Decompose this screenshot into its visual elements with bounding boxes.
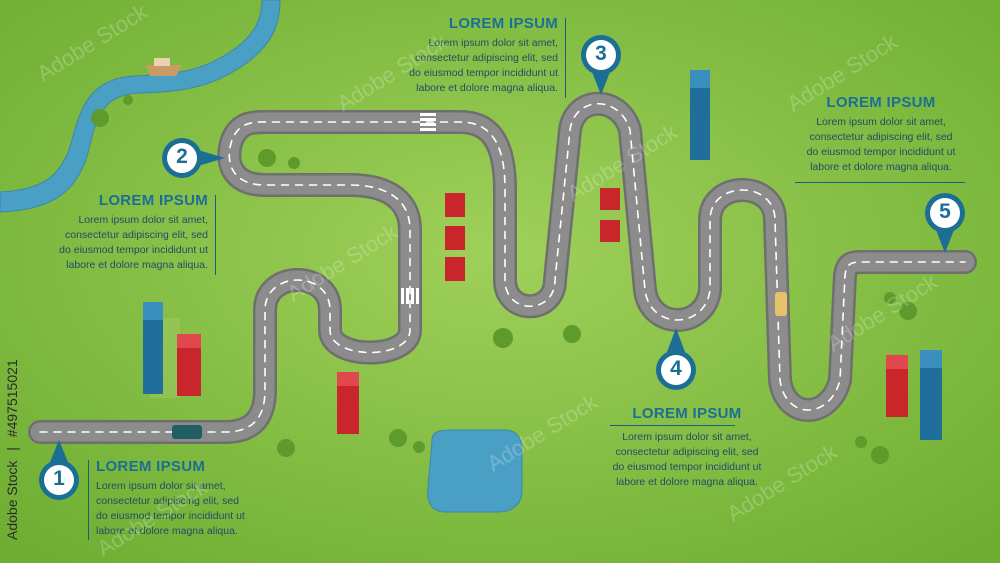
block-heading: LOREM IPSUM [448, 15, 558, 32]
text-block-5: LOREM IPSUM Lorem ipsum dolor sit amet,c… [786, 94, 976, 175]
car [172, 425, 202, 439]
building-red [886, 355, 908, 417]
divider-line [610, 425, 735, 426]
block-text: Lorem ipsum dolor sit amet,consectetur a… [96, 480, 245, 537]
car [775, 292, 787, 316]
block-heading: LOREM IPSUM [632, 405, 742, 422]
house-red [445, 193, 465, 281]
block-text: Lorem ipsum dolor sit amet,consectetur a… [806, 116, 956, 173]
pin-1 [39, 440, 79, 500]
block-heading: LOREM IPSUM [826, 94, 936, 111]
river [0, 0, 281, 213]
divider-line [215, 195, 216, 275]
pin-2 [162, 138, 225, 178]
stock-separator: | [4, 447, 20, 451]
building-red [177, 334, 201, 396]
boat [146, 58, 182, 76]
divider-line [565, 18, 566, 98]
stock-id: #497515021 [4, 359, 20, 438]
marker-number-3: 3 [595, 42, 607, 65]
pin-4 [656, 328, 696, 390]
building-blue [690, 70, 710, 160]
pin-5 [925, 193, 965, 253]
block-heading: LOREM IPSUM [98, 192, 208, 209]
building-blue [920, 350, 942, 440]
building-red [337, 372, 359, 434]
divider-line [795, 182, 965, 183]
marker-number-4: 4 [670, 357, 682, 380]
divider-line [88, 460, 89, 540]
text-block-3: LOREM IPSUM Lorem ipsum dolor sit amet,c… [368, 15, 558, 96]
house-red [600, 188, 620, 242]
text-block-1: LOREM IPSUM Lorem ipsum dolor sit amet,c… [96, 458, 286, 539]
building-blue [143, 302, 180, 398]
marker-number-5: 5 [939, 200, 951, 223]
crosswalk [420, 113, 436, 131]
road [28, 91, 977, 444]
crosswalk [401, 288, 419, 304]
block-text: Lorem ipsum dolor sit amet,consectetur a… [612, 431, 762, 488]
marker-number-2: 2 [176, 145, 188, 168]
tree [91, 95, 917, 464]
pin-3 [581, 35, 621, 95]
block-text: Lorem ipsum dolor sit amet,consectetur a… [409, 37, 558, 94]
block-text: Lorem ipsum dolor sit amet,consectetur a… [59, 214, 208, 271]
block-heading: LOREM IPSUM [96, 458, 206, 475]
pond [427, 429, 523, 513]
text-block-2: LOREM IPSUM Lorem ipsum dolor sit amet,c… [18, 192, 208, 273]
stock-brand: Adobe Stock [4, 460, 20, 540]
marker-number-1: 1 [53, 467, 65, 490]
stock-credit: Adobe Stock | #497515021 [4, 353, 20, 540]
text-block-4: LOREM IPSUM Lorem ipsum dolor sit amet,c… [592, 405, 782, 490]
